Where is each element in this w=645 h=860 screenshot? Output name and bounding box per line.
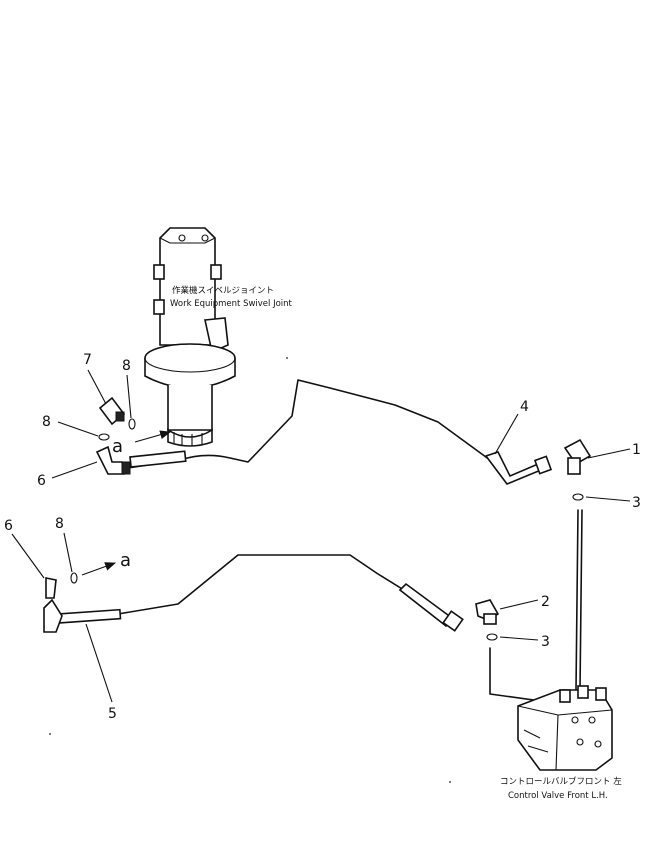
elbow-6-upper [95, 445, 131, 475]
callout-8-left: 8 [42, 414, 51, 430]
mark-a-bottom: a [120, 550, 131, 571]
lower-hose-end [398, 582, 454, 628]
arrow-a-top [134, 430, 172, 443]
callout-6-lower: 6 [4, 518, 13, 534]
callout-8-upper: 8 [122, 358, 131, 374]
o-ring-8-left [98, 433, 110, 441]
upper-hose [127, 379, 541, 481]
pipe-2-to-valve [489, 647, 549, 703]
swivel-joint [144, 227, 236, 447]
callout-4: 4 [520, 399, 529, 415]
callout-5: 5 [108, 706, 117, 722]
arrow-a-bottom [81, 562, 117, 576]
elbow-6-lower [43, 577, 63, 633]
mark-a-top: a [112, 436, 123, 457]
o-ring-8-lower [70, 572, 78, 584]
o-ring-3-lower [486, 633, 498, 641]
tube-4 [484, 451, 543, 485]
elbow-7 [98, 396, 126, 426]
o-ring-3-upper [572, 493, 584, 501]
elbow-1 [563, 438, 592, 475]
callout-7: 7 [83, 352, 92, 368]
elbow-2 [475, 599, 500, 625]
callout-8-lower: 8 [55, 516, 64, 532]
callout-3-upper: 3 [632, 495, 641, 511]
callout-1: 1 [632, 442, 641, 458]
control-valve-label-en: Control Valve Front L.H. [508, 791, 608, 801]
lower-hose-sleeve [57, 608, 122, 624]
control-valve [517, 685, 613, 771]
o-ring-8-upper [128, 418, 136, 430]
vertical-pipe [575, 509, 579, 691]
callout-2: 2 [541, 594, 550, 610]
upper-hose-sleeve [129, 450, 187, 468]
callout-6-upper: 6 [37, 473, 46, 489]
control-valve-label-jp: コントロールバルブフロント 左 [500, 776, 622, 787]
swivel-joint-label-jp: 作業機スイベルジョイント [172, 285, 274, 296]
callout-3-lower: 3 [541, 634, 550, 650]
swivel-joint-label-en: Work Equipment Swivel Joint [170, 299, 293, 309]
lower-hose [117, 554, 451, 623]
